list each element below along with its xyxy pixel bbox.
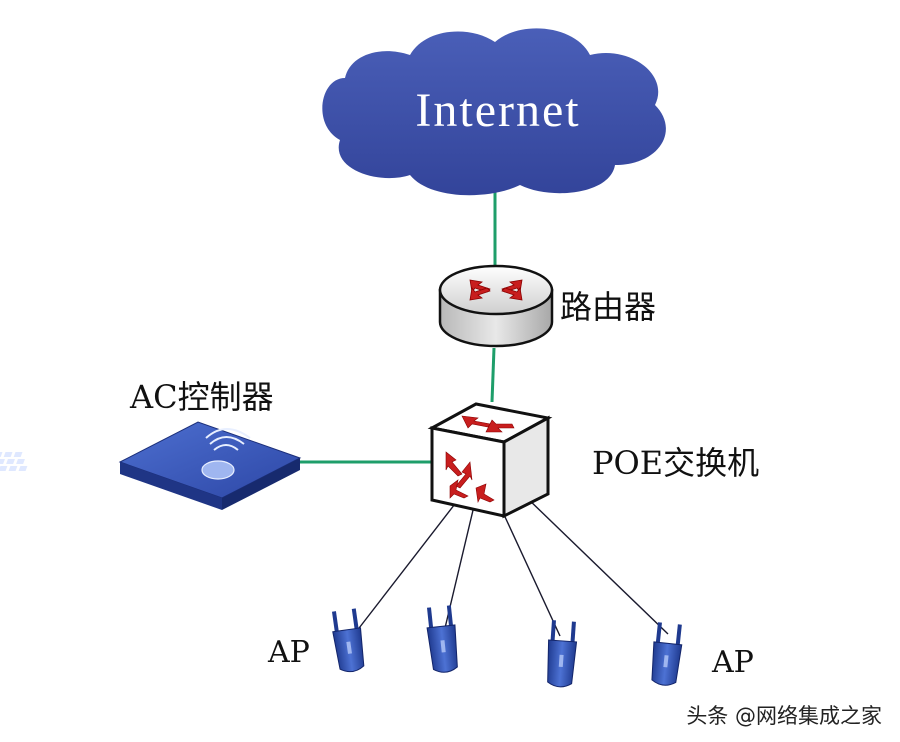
ac-controller-label: AC控制器 bbox=[129, 378, 274, 416]
ap-label-right: AP bbox=[711, 645, 754, 680]
watermark: 头条 @网络集成之家 bbox=[686, 704, 882, 728]
cloud-icon bbox=[322, 28, 666, 196]
ac-controller-icon bbox=[0, 421, 302, 510]
network-links bbox=[298, 190, 669, 637]
ap-label-left: AP bbox=[267, 635, 310, 670]
access-point-icon bbox=[331, 608, 365, 673]
access-point-icon bbox=[547, 620, 578, 688]
cloud-label: Internet bbox=[415, 84, 580, 137]
link-switch-ap4 bbox=[524, 495, 669, 635]
switch-label: POE交换机 bbox=[592, 444, 759, 482]
internet-cloud: Internet bbox=[322, 28, 666, 196]
link-router-switch bbox=[490, 347, 496, 403]
access-point-icon bbox=[651, 622, 683, 686]
link-switch-ap1 bbox=[355, 499, 459, 633]
link-switch-ap3 bbox=[499, 505, 561, 637]
switch-icon bbox=[427, 402, 553, 519]
access-point-icon bbox=[426, 605, 458, 673]
router-label: 路由器 bbox=[560, 288, 656, 326]
router-icon bbox=[438, 264, 554, 348]
